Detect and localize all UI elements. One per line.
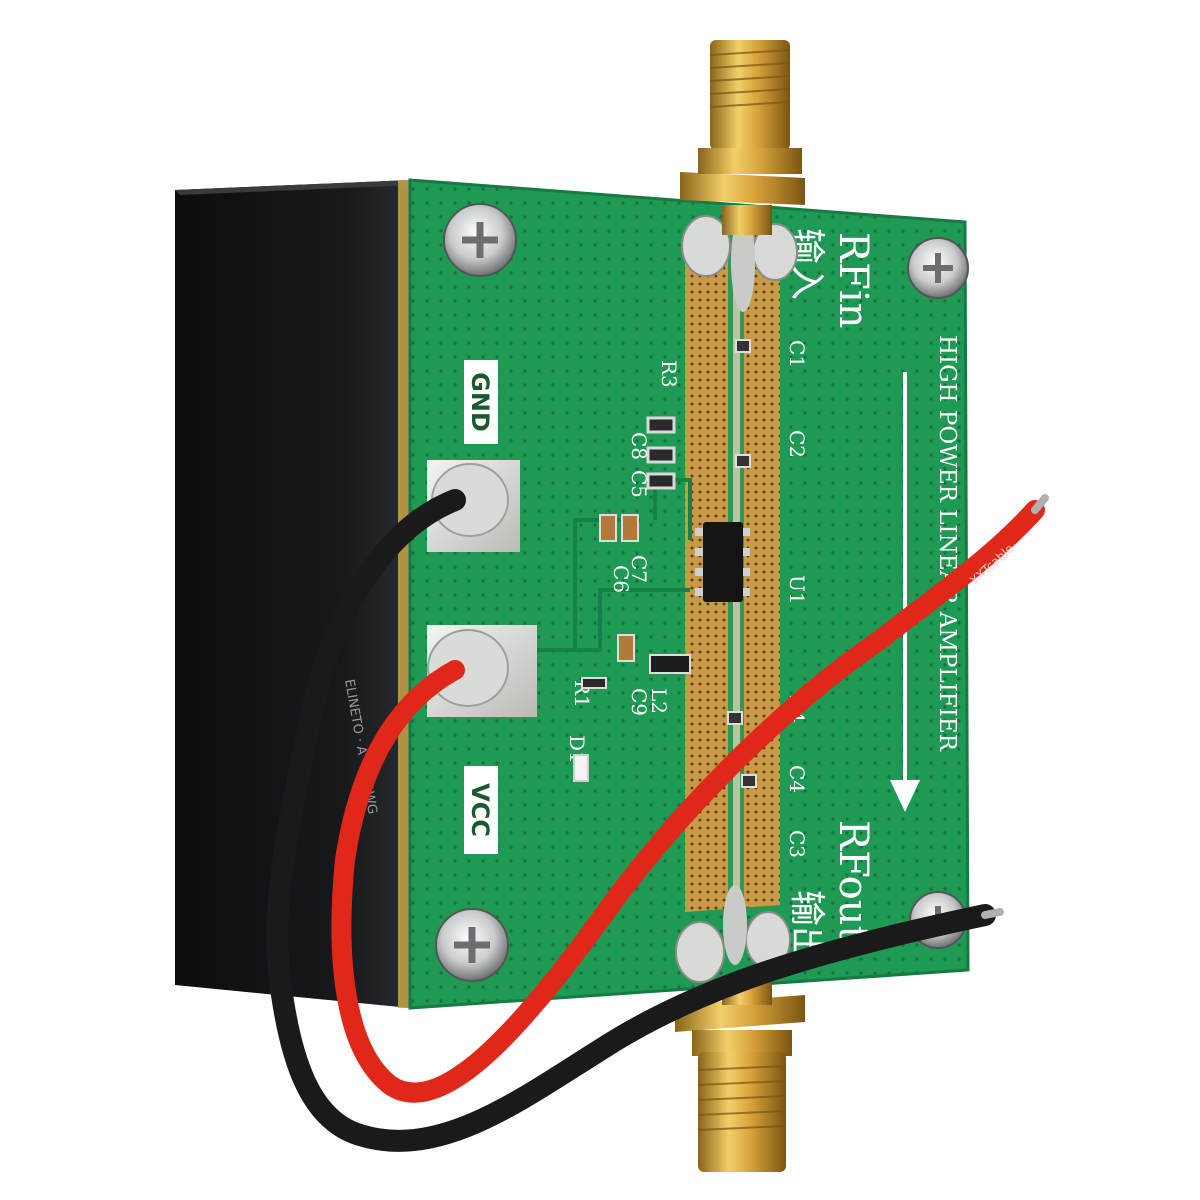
ref-r3: R3 (657, 360, 681, 388)
vcc-label: VCC (464, 766, 498, 854)
ref-c3: C3 (785, 830, 809, 858)
ref-c6: C6 (609, 565, 633, 593)
solder-joints (675, 212, 798, 983)
svg-text:U1: U1 (785, 575, 809, 605)
rf-in-label: RFin (830, 232, 876, 328)
ref-u1: U1 (785, 575, 809, 605)
ref-c1: C1 (785, 340, 809, 368)
ref-c9: C9 (627, 688, 651, 716)
svg-text:HIGH POWER LINEAR AMPLIFIER: HIGH POWER LINEAR AMPLIFIER (934, 335, 960, 752)
gnd-label: GND (464, 360, 498, 444)
svg-text:C6: C6 (609, 565, 633, 593)
direction-arrow (890, 372, 920, 812)
svg-text:GND: GND (466, 372, 494, 432)
svg-text:C7: C7 (627, 555, 651, 583)
u1-ic-chip (695, 522, 750, 602)
board-title: HIGH POWER LINEAR AMPLIFIER (934, 335, 960, 752)
ref-l2: L2 (647, 688, 671, 714)
ref-c2: C2 (785, 430, 809, 458)
heatsink (175, 180, 415, 1008)
ref-c4: C4 (785, 765, 809, 793)
gnd-pad (427, 460, 520, 552)
svg-text:RFout: RFout (830, 820, 876, 942)
screw-top-left (443, 203, 517, 277)
sma-connector-top (680, 40, 805, 235)
svg-text:C3: C3 (785, 830, 809, 858)
svg-text:R3: R3 (657, 360, 681, 388)
svg-text:RFin: RFin (830, 232, 876, 328)
svg-text:L2: L2 (647, 688, 671, 714)
ref-c7: C7 (627, 555, 651, 583)
smd-components (573, 339, 757, 788)
screw-bottom-left (435, 908, 509, 982)
svg-text:C9: C9 (627, 688, 651, 716)
svg-text:VCC: VCC (466, 783, 494, 837)
rf-out-label: RFout (830, 820, 876, 942)
screw-top-right (907, 237, 969, 299)
svg-text:C4: C4 (785, 765, 809, 793)
svg-text:C1: C1 (785, 340, 809, 368)
svg-text:C2: C2 (785, 430, 809, 458)
